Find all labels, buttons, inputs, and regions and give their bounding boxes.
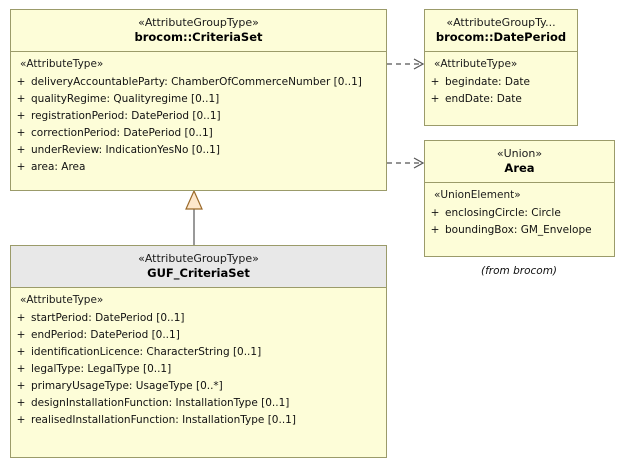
connector-criteriaset-to-area: [387, 157, 425, 169]
class-attributes-area: «UnionElement» + enclosingCircle: Circle…: [425, 183, 614, 244]
attribute-row[interactable]: + boundingBox: GM_Envelope: [425, 222, 614, 239]
attribute-visibility: +: [16, 363, 26, 375]
attribute-text: enclosingCircle: Circle: [445, 207, 561, 219]
section-stereotype: «AttributeType»: [434, 58, 518, 70]
section-stereotype: «UnionElement»: [434, 189, 521, 201]
attribute-text: identificationLicence: CharacterString […: [31, 346, 262, 358]
attribute-text: qualityRegime: Qualityregime [0..1]: [31, 93, 220, 105]
attribute-visibility: +: [16, 144, 26, 156]
attribute-visibility: +: [16, 414, 26, 426]
class-header-guf-criteriaset: «AttributeGroupType» GUF_CriteriaSet: [11, 246, 386, 288]
attribute-visibility: +: [16, 127, 26, 139]
attribute-row[interactable]: + enclosingCircle: Circle: [425, 205, 614, 222]
attribute-row[interactable]: + endPeriod: DatePeriod [0..1]: [11, 327, 386, 344]
attribute-text: designInstallationFunction: Installation…: [31, 397, 290, 409]
class-brocom-dateperiod[interactable]: «AttributeGroupTy... brocom::DatePeriod …: [424, 9, 578, 126]
attribute-visibility: +: [16, 329, 26, 341]
class-stereotype: «AttributeGroupType»: [138, 16, 259, 29]
attribute-row[interactable]: + deliveryAccountableParty: ChamberOfCom…: [11, 74, 386, 91]
attribute-visibility: +: [16, 397, 26, 409]
attribute-text: endDate: Date: [445, 93, 522, 105]
attribute-visibility: +: [16, 161, 26, 173]
connector-guf-to-criteriaset: [185, 189, 203, 245]
class-name: Area: [504, 161, 535, 175]
attribute-visibility: +: [16, 76, 26, 88]
attribute-visibility: +: [16, 346, 26, 358]
attribute-row[interactable]: + endDate: Date: [425, 91, 577, 108]
attribute-visibility: +: [430, 207, 440, 219]
class-stereotype: «AttributeGroupType»: [138, 252, 259, 265]
attribute-row[interactable]: + identificationLicence: CharacterString…: [11, 344, 386, 361]
note-from-brocom: (from brocom): [481, 265, 558, 277]
attribute-text: underReview: IndicationYesNo [0..1]: [31, 144, 220, 156]
attribute-row[interactable]: + legalType: LegalType [0..1]: [11, 361, 386, 378]
class-header-dateperiod: «AttributeGroupTy... brocom::DatePeriod: [425, 10, 577, 52]
attribute-row[interactable]: + primaryUsageType: UsageType [0..*]: [11, 378, 386, 395]
attribute-visibility: +: [430, 93, 440, 105]
class-name: brocom::DatePeriod: [435, 30, 567, 44]
attribute-text: correctionPeriod: DatePeriod [0..1]: [31, 127, 213, 139]
attribute-text: legalType: LegalType [0..1]: [31, 363, 172, 375]
class-header-criteriaset: «AttributeGroupType» brocom::CriteriaSet: [11, 10, 386, 52]
class-attributes-guf-criteriaset: «AttributeType» + startPeriod: DatePerio…: [11, 288, 386, 434]
attribute-row[interactable]: + realisedInstallationFunction: Installa…: [11, 412, 386, 429]
connector-criteriaset-to-dateperiod: [387, 58, 425, 70]
attribute-row[interactable]: + area: Area: [11, 159, 386, 176]
attribute-text: boundingBox: GM_Envelope: [445, 224, 592, 236]
section-stereotype: «AttributeType»: [20, 58, 104, 70]
class-header-area: «Union» Area: [425, 141, 614, 183]
attribute-text: begindate: Date: [445, 76, 531, 88]
attribute-row[interactable]: + qualityRegime: Qualityregime [0..1]: [11, 91, 386, 108]
attribute-row[interactable]: + correctionPeriod: DatePeriod [0..1]: [11, 125, 386, 142]
class-attributes-criteriaset: «AttributeType» + deliveryAccountablePar…: [11, 52, 386, 181]
attribute-row[interactable]: + begindate: Date: [425, 74, 577, 91]
attribute-text: primaryUsageType: UsageType [0..*]: [31, 380, 223, 392]
attribute-row[interactable]: + startPeriod: DatePeriod [0..1]: [11, 310, 386, 327]
attribute-row[interactable]: + designInstallationFunction: Installati…: [11, 395, 386, 412]
attribute-text: area: Area: [31, 161, 86, 173]
attribute-text: registrationPeriod: DatePeriod [0..1]: [31, 110, 221, 122]
section-stereotype: «AttributeType»: [20, 294, 104, 306]
attribute-visibility: +: [16, 312, 26, 324]
class-guf-criteriaset[interactable]: «AttributeGroupType» GUF_CriteriaSet «At…: [10, 245, 387, 458]
class-stereotype: «Union»: [496, 147, 543, 160]
class-stereotype: «AttributeGroupTy...: [446, 16, 556, 29]
class-brocom-criteriaset[interactable]: «AttributeGroupType» brocom::CriteriaSet…: [10, 9, 387, 191]
attribute-visibility: +: [16, 93, 26, 105]
attribute-row[interactable]: + underReview: IndicationYesNo [0..1]: [11, 142, 386, 159]
attribute-text: realisedInstallationFunction: Installati…: [31, 414, 296, 426]
attribute-visibility: +: [430, 224, 440, 236]
attribute-visibility: +: [430, 76, 440, 88]
attribute-visibility: +: [16, 110, 26, 122]
attribute-text: endPeriod: DatePeriod [0..1]: [31, 329, 180, 341]
class-attributes-dateperiod: «AttributeType» + begindate: Date + endD…: [425, 52, 577, 113]
attribute-text: deliveryAccountableParty: ChamberOfComme…: [31, 76, 362, 88]
class-name: GUF_CriteriaSet: [147, 266, 250, 280]
class-area[interactable]: «Union» Area «UnionElement» + enclosingC…: [424, 140, 615, 257]
attribute-text: startPeriod: DatePeriod [0..1]: [31, 312, 185, 324]
attribute-visibility: +: [16, 380, 26, 392]
class-name: brocom::CriteriaSet: [134, 30, 263, 44]
attribute-row[interactable]: + registrationPeriod: DatePeriod [0..1]: [11, 108, 386, 125]
